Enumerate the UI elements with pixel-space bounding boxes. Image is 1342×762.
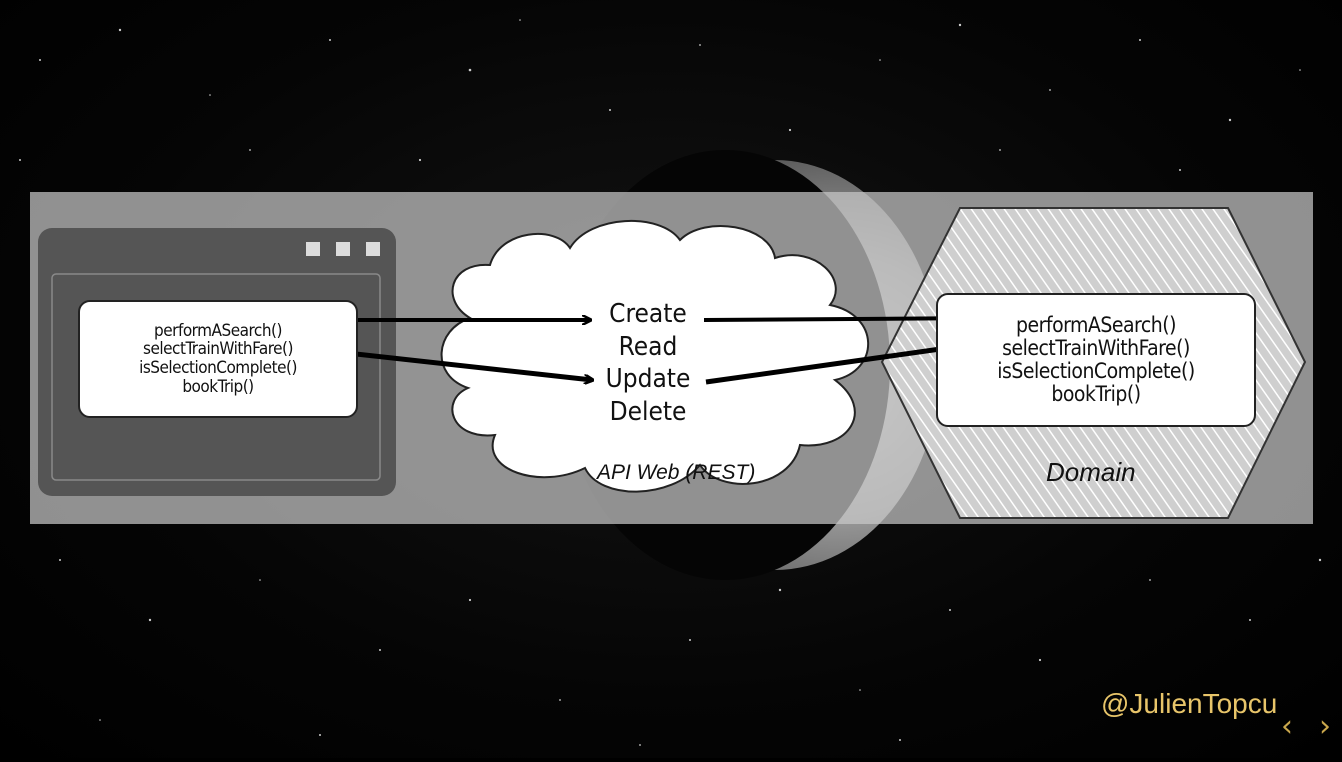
- api-operations: Create Read Update Delete: [598, 298, 698, 428]
- window-button-icon: [306, 242, 320, 256]
- api-operation: Create: [609, 299, 687, 329]
- author-handle: @JulienTopcu: [1101, 688, 1278, 719]
- api-operation: Delete: [609, 396, 687, 427]
- domain-methods-box: performASearch() selectTrainWithFare() i…: [936, 293, 1256, 427]
- api-operation: Read: [618, 331, 678, 362]
- client-method: isSelectionComplete(): [139, 358, 297, 378]
- domain-method: performASearch(): [1016, 312, 1176, 337]
- client-methods-box: performASearch() selectTrainWithFare() i…: [78, 300, 358, 418]
- api-operation: Update: [605, 364, 691, 394]
- window-button-icon: [366, 242, 380, 256]
- domain-method: bookTrip(): [1051, 382, 1141, 407]
- arrow-select-to-update: [319, 347, 592, 380]
- client-method: performASearch(): [154, 320, 282, 341]
- api-cloud: [440, 220, 870, 493]
- client-method: bookTrip(): [182, 376, 254, 397]
- domain-label: Domain: [1046, 457, 1136, 487]
- window-button-icon: [336, 242, 350, 256]
- domain-method: selectTrainWithFare(): [1002, 335, 1190, 360]
- api-label: API Web (REST): [597, 461, 756, 484]
- chevron-left-icon[interactable]: ‹: [1281, 709, 1293, 744]
- client-method: selectTrainWithFare(): [143, 339, 293, 360]
- chevron-right-icon[interactable]: ›: [1319, 709, 1331, 744]
- domain-method: isSelectionComplete(): [997, 359, 1195, 383]
